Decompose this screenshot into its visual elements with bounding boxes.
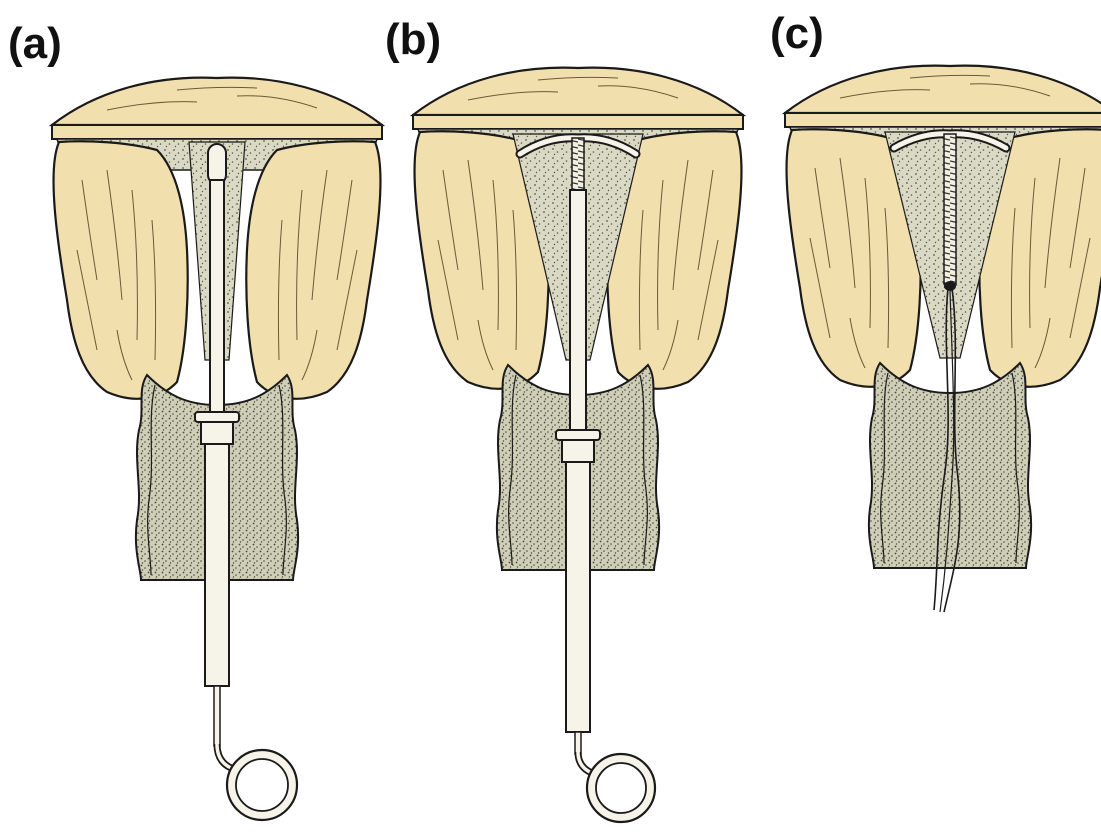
flange — [195, 412, 239, 422]
panel-a-diagram — [52, 78, 382, 820]
iud-stem — [572, 138, 584, 190]
handle-tube — [566, 462, 590, 732]
inserter-tube — [570, 190, 586, 430]
panel-c-diagram — [785, 66, 1101, 612]
folded-iud-tip — [208, 144, 226, 184]
iud-stem — [944, 134, 956, 284]
inserter-tube — [210, 180, 224, 415]
panel-b-diagram — [413, 68, 743, 822]
flange — [556, 430, 600, 440]
handle-tube — [205, 444, 229, 686]
